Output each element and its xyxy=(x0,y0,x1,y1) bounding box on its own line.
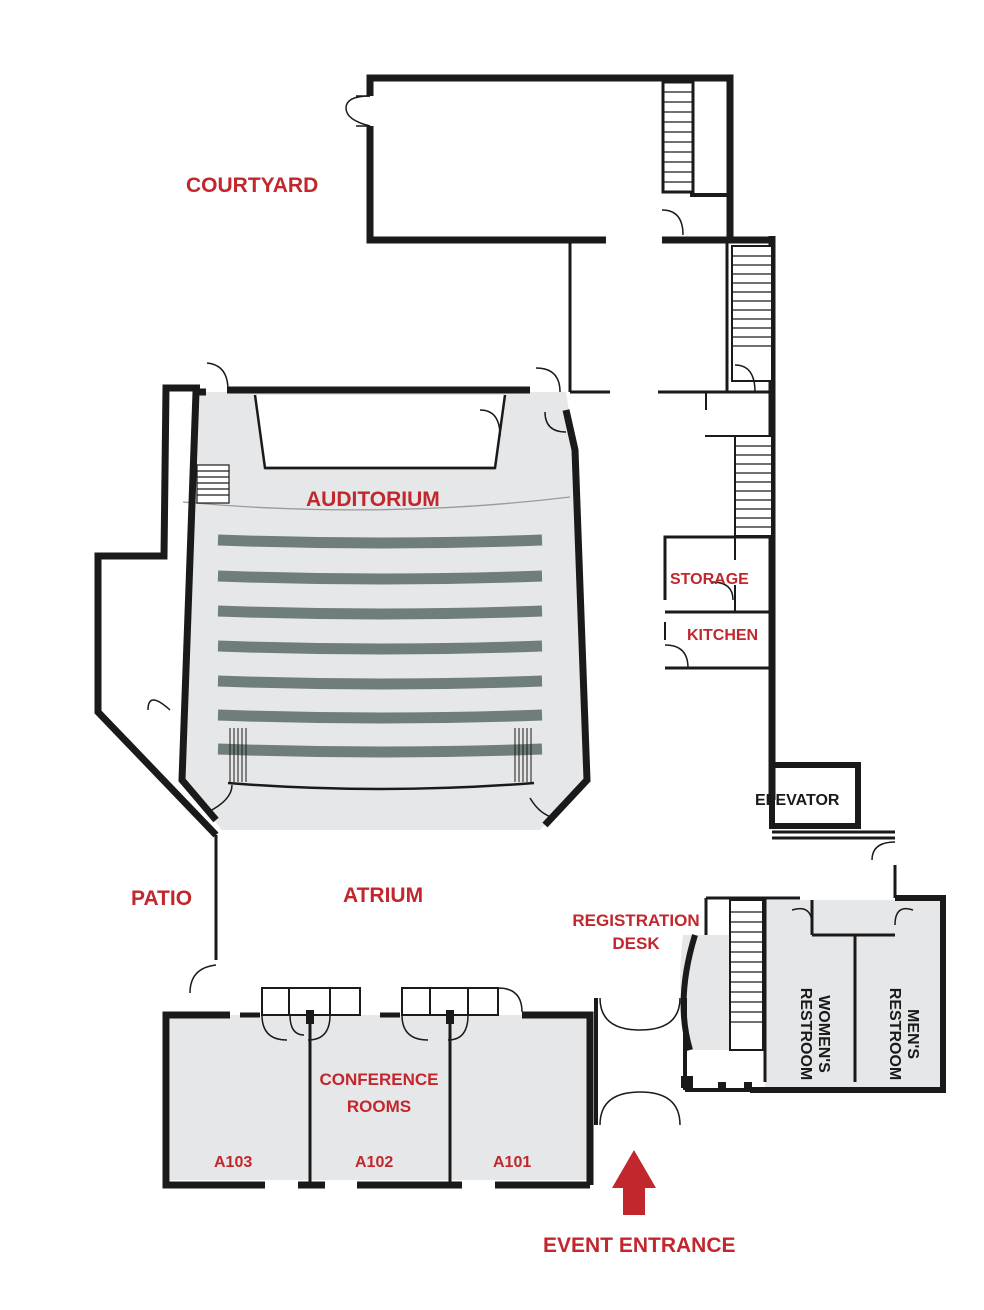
womens-line-2: RESTROOM xyxy=(796,987,814,1081)
seating-rows xyxy=(217,534,543,758)
womens-restroom-label: WOMEN'S RESTROOM xyxy=(788,979,832,1089)
stage xyxy=(253,394,507,470)
room-a101-label: A101 xyxy=(493,1154,532,1171)
room-a103-label: A103 xyxy=(214,1154,253,1171)
courtyard-label: COURTYARD xyxy=(186,174,319,197)
arrow-up-icon xyxy=(612,1150,656,1215)
stage-stairs xyxy=(196,464,230,504)
auditorium-label: AUDITORIUM xyxy=(306,488,440,511)
registration-floor xyxy=(680,935,730,1050)
door-swings xyxy=(147,95,914,1126)
patio-label: PATIO xyxy=(131,887,193,910)
back-rail xyxy=(227,781,535,791)
storage-label: STORAGE xyxy=(670,571,749,588)
mens-line-1: MEN'S xyxy=(904,1008,921,1060)
registration-line-1: REGISTRATION xyxy=(572,911,700,930)
stage-edge xyxy=(182,496,571,511)
conference-rooms-label: CONFERENCE ROOMS xyxy=(306,1071,452,1115)
elevator-label: ELEVATOR xyxy=(755,792,840,809)
aisle-steps xyxy=(229,728,532,782)
atrium-label: ATRIUM xyxy=(343,884,424,907)
womens-line-1: WOMEN'S xyxy=(815,995,832,1073)
auditorium-details xyxy=(182,394,571,791)
registration-line-2: DESK xyxy=(612,934,660,953)
event-entrance-label: EVENT ENTRANCE xyxy=(543,1234,736,1257)
conference-rooms-floor xyxy=(170,1015,588,1180)
registration-desk-label: REGISTRATION DESK xyxy=(566,912,706,952)
mens-line-2: RESTROOM xyxy=(885,987,903,1081)
kitchen-label: KITCHEN xyxy=(687,627,759,644)
mens-restroom-label: MEN'S RESTROOM xyxy=(877,979,921,1089)
walls xyxy=(94,74,946,1189)
room-a102-label: A102 xyxy=(355,1154,394,1171)
conference-line-1: CONFERENCE xyxy=(319,1070,439,1089)
conference-line-2: ROOMS xyxy=(346,1097,412,1116)
